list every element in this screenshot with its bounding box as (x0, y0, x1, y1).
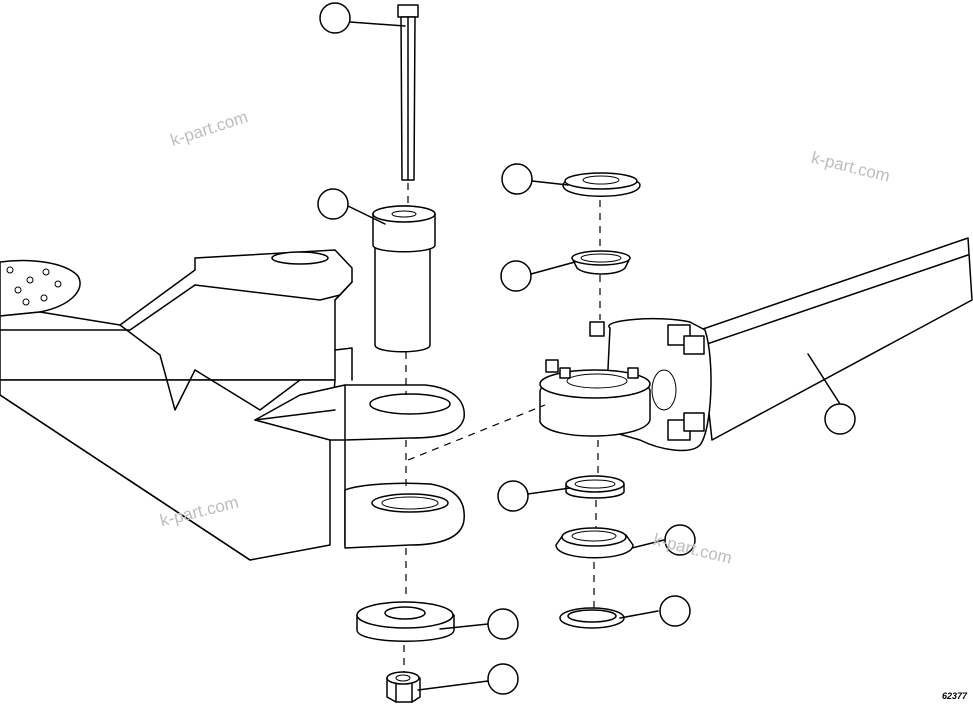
callout-bushing (317, 188, 349, 220)
bolt (397, 4, 419, 181)
callout-upper-bearing (500, 260, 532, 292)
callout-steering-arm (824, 403, 856, 435)
callout-leaders (347, 21, 841, 691)
callout-lock-nut (487, 663, 519, 695)
upper-dust-cap (562, 172, 641, 197)
steering-arm (539, 237, 973, 452)
lower-bearing-cone (555, 527, 634, 559)
callout-bolt (319, 2, 351, 34)
callout-shim-washer (659, 595, 691, 627)
lock-nut (386, 671, 421, 703)
bushing (372, 205, 436, 353)
axle-frame (0, 249, 465, 561)
spacer-washer (356, 601, 455, 642)
callout-lower-bearing (497, 480, 529, 512)
assembly-axis-lines (403, 183, 601, 672)
callout-upper-dust-cap (501, 163, 533, 195)
callouts (317, 2, 856, 695)
shim-washer (559, 607, 625, 629)
callout-lower-bearing-cone (664, 524, 696, 556)
upper-bearing (571, 250, 631, 275)
callout-spacer-washer (487, 608, 519, 640)
lower-bearing (565, 475, 625, 499)
drawing-reference-number: 62377 (941, 691, 967, 701)
